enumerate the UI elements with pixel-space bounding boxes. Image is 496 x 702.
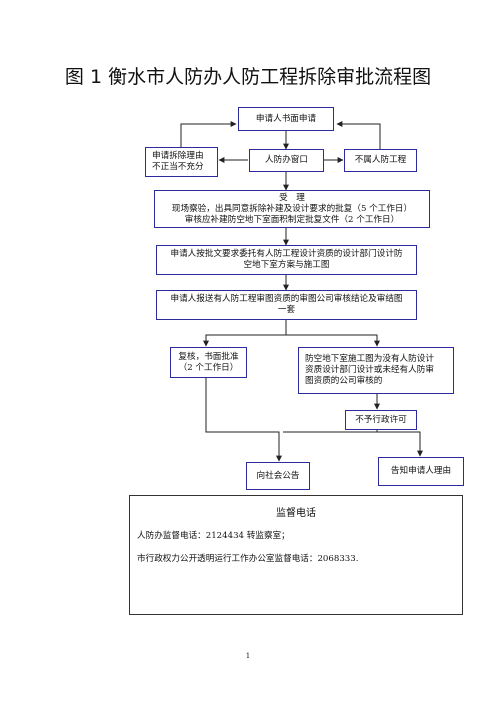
unqualified-line-1: 防空地下室施工图为没有人防设计 xyxy=(305,354,434,364)
unqualified-box: 防空地下室施工图为没有人防设计 资质设计部门设计或未经有人防审 图资质的公司审核… xyxy=(298,347,454,394)
accept-box: 受 理 现场察验，出具同意拆除补建及设计要求的批复（5 个工作日） 审核应补建防… xyxy=(154,190,430,228)
deny-label: 不予行政许可 xyxy=(355,414,407,425)
accept-line-2: 现场察验，出具同意拆除补建及设计要求的批复（5 个工作日） xyxy=(171,203,413,214)
supervision-line-1: 人防办监督电话：2124434 转监察室； xyxy=(137,531,290,541)
design-box: 申请人按批文要求委托有人防工程设计资质的设计部门设计防 空地下室方案与施工图 xyxy=(156,245,417,275)
accept-line-1: 受 理 xyxy=(279,192,305,203)
not-civil-label: 不属人防工程 xyxy=(354,155,407,165)
apply-label: 申请人书面申请 xyxy=(255,113,317,124)
review-line-1: 申请人报送有人防工程审图资质的审图公司审核结论及审结图 xyxy=(170,294,403,304)
announce-box: 向社会公告 xyxy=(246,462,310,490)
supervision-line-2: 市行政权力公开透明运行工作办公室监督电话：2068333. xyxy=(137,554,359,564)
approve-line-2: （2 个工作日） xyxy=(178,362,239,373)
design-line-1: 申请人按批文要求委托有人防工程设计资质的设计部门设计防 xyxy=(170,249,403,259)
window-label: 人防办窗口 xyxy=(265,155,308,165)
accept-line-3: 审核应补建防空地下室面积制定批复文件（2 个工作日） xyxy=(184,214,400,225)
approve-box: 复核，书面批准 （2 个工作日） xyxy=(170,347,247,378)
reason-line-1: 申请拆除理由 xyxy=(152,151,204,161)
approve-line-1: 复核，书面批准 xyxy=(178,351,239,362)
announce-label: 向社会公告 xyxy=(256,470,300,481)
deny-box: 不予行政许可 xyxy=(345,410,417,430)
page-number: 1 xyxy=(245,652,251,660)
review-line-2: 一套 xyxy=(277,305,296,315)
unqualified-line-3: 图资质的公司审核的 xyxy=(305,376,383,386)
unqualified-line-2: 资质设计部门设计或未经有人防审 xyxy=(305,365,434,375)
supervision-panel: 监督电话 人防办监督电话：2124434 转监察室； 市行政权力公开透明运行工作… xyxy=(129,495,463,615)
not-civil-box: 不属人防工程 xyxy=(344,149,417,172)
review-box: 申请人报送有人防工程审图资质的审图公司审核结论及审结图 一套 xyxy=(156,290,417,320)
reason-line-2: 不正当不充分 xyxy=(152,162,204,172)
notify-label: 告知申请人理由 xyxy=(390,466,452,476)
reason-insufficient-box: 申请拆除理由 不正当不充分 xyxy=(145,147,218,177)
supervision-heading: 监督电话 xyxy=(276,508,316,519)
window-box: 人防办窗口 xyxy=(249,149,324,172)
design-line-2: 空地下室方案与施工图 xyxy=(243,260,330,270)
page-title: 图 1 衡水市人防办人防工程拆除审批流程图 xyxy=(64,66,432,88)
apply-box: 申请人书面申请 xyxy=(238,107,334,131)
notify-box: 告知申请人理由 xyxy=(378,457,464,486)
